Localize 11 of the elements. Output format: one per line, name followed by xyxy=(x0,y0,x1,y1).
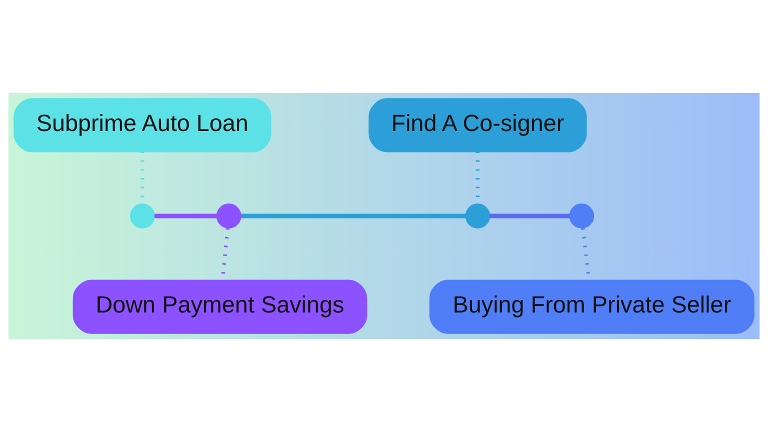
node-circle xyxy=(130,204,155,228)
node-box: Buying From Private Seller xyxy=(429,280,754,334)
connector xyxy=(489,214,570,218)
node-circle xyxy=(216,204,242,228)
connector xyxy=(154,214,217,218)
node-box: Subprime Auto Loan xyxy=(14,98,272,152)
node-circle xyxy=(569,204,594,228)
connector xyxy=(240,214,466,218)
node-circle xyxy=(465,204,490,228)
node-box: Down Payment Savings xyxy=(72,280,368,334)
node-box: Find A Co-signer xyxy=(368,98,587,152)
